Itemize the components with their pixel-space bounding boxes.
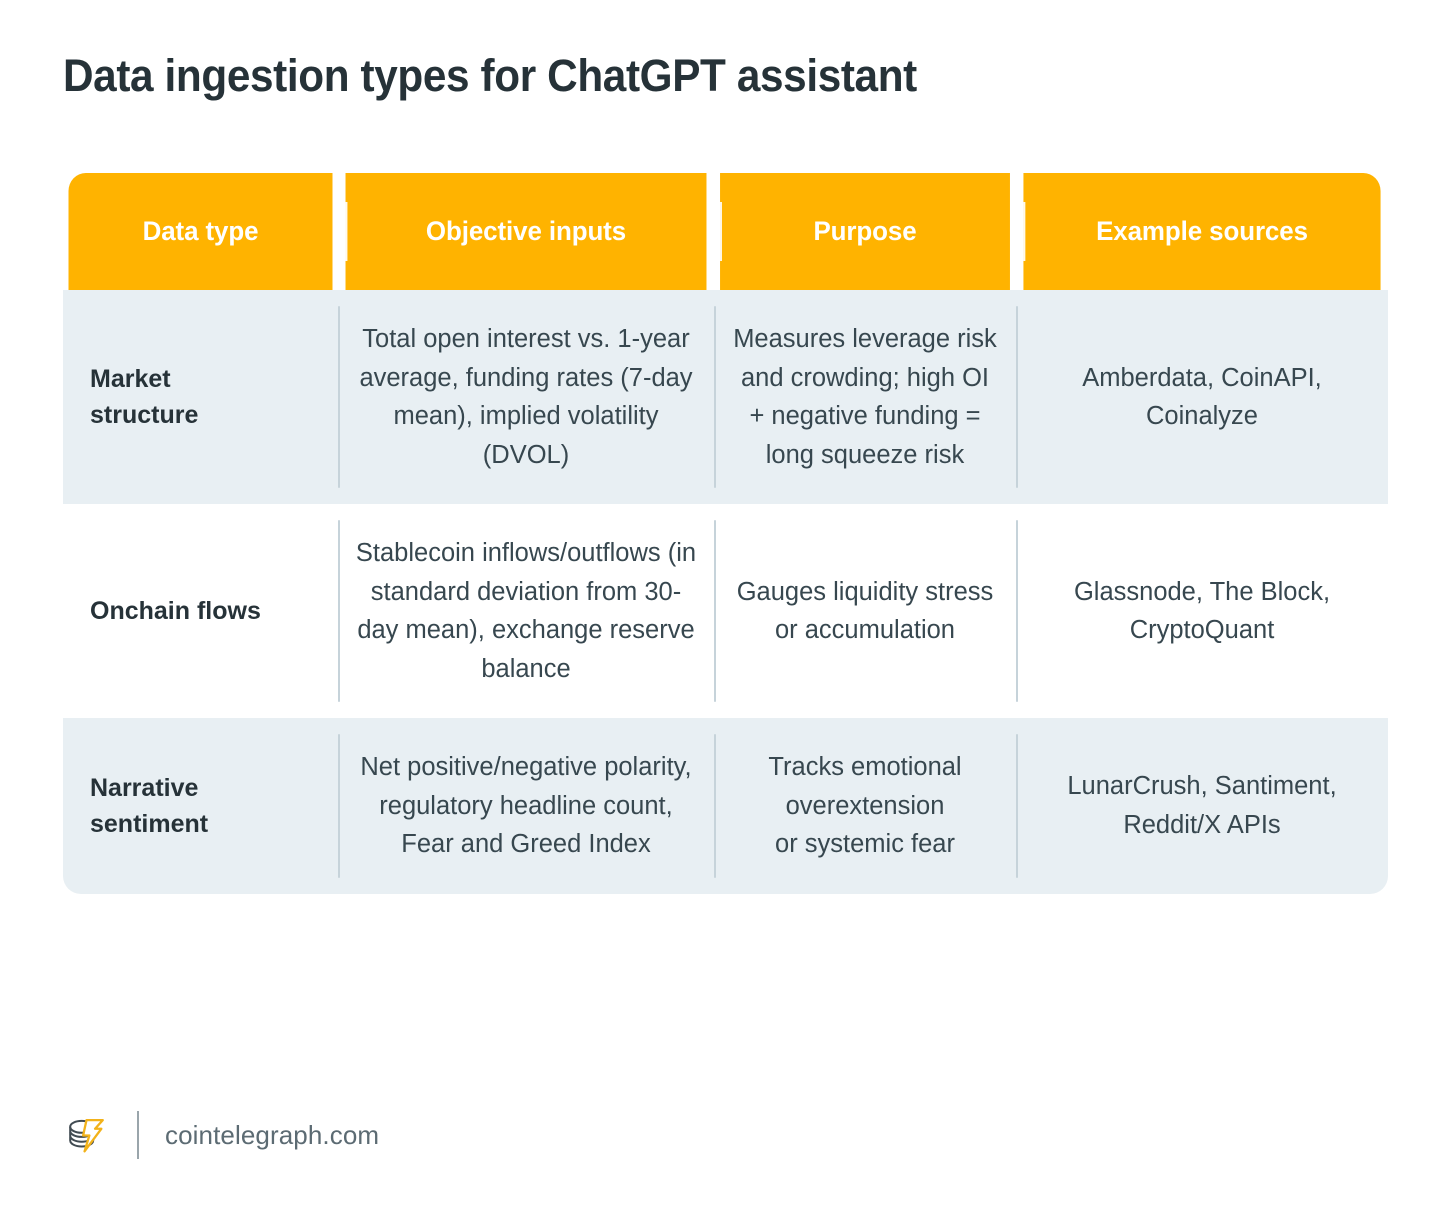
cell-objective-inputs: Total open interest vs. 1-year average, … <box>338 290 714 504</box>
column-header-data-type: Data type <box>68 173 333 290</box>
cell-text: Gauges liquidity stress or accumulation <box>736 577 994 645</box>
footer-site-label: cointelegraph.com <box>165 1119 380 1150</box>
cell-data-type: Onchain flows <box>63 504 338 718</box>
table-row: Onchain flows Stablecoin inflows/outflow… <box>63 504 1388 718</box>
cell-text: Tracks emotional overextension or system… <box>768 753 962 858</box>
cell-text: LunarCrush, Santiment, Reddit/X APIs <box>1067 772 1337 839</box>
cell-data-type: Narrative sentiment <box>63 718 338 894</box>
cell-example-sources: LunarCrush, Santiment, Reddit/X APIs <box>1016 718 1388 894</box>
table-row: Narrative sentiment Net positive/negativ… <box>63 718 1388 894</box>
table-body: Market structure Total open interest vs.… <box>63 290 1388 894</box>
cell-objective-inputs: Net positive/negative polarity, regulato… <box>338 718 714 894</box>
cell-purpose: Measures leverage risk and crowding; hig… <box>714 290 1016 504</box>
cell-text: Narrative sentiment <box>90 773 209 838</box>
table-header-row: Data type Objective inputs Purpose Examp… <box>63 173 1388 290</box>
cell-data-type: Market structure <box>63 290 338 504</box>
cell-text: Amberdata, CoinAPI, Coinalyze <box>1082 363 1322 431</box>
cell-text: Stablecoin inflows/outflows (in standard… <box>355 539 697 683</box>
data-ingestion-table: Data type Objective inputs Purpose Examp… <box>63 173 1388 894</box>
table-header: Data type Objective inputs Purpose Examp… <box>63 173 1388 290</box>
column-header-example-sources: Example sources <box>1023 173 1381 290</box>
cell-objective-inputs: Stablecoin inflows/outflows (in standard… <box>338 504 714 718</box>
table-row: Market structure Total open interest vs.… <box>63 290 1388 504</box>
table: Data type Objective inputs Purpose Examp… <box>63 173 1388 894</box>
column-header-purpose: Purpose <box>720 173 1010 290</box>
cell-text: Total open interest vs. 1-year average, … <box>359 325 693 469</box>
cell-purpose: Gauges liquidity stress or accumulation <box>714 504 1016 718</box>
page-title: Data ingestion types for ChatGPT assista… <box>63 50 917 101</box>
cell-text: Measures leverage risk and crowding; hig… <box>733 325 997 469</box>
cell-example-sources: Amberdata, CoinAPI, Coinalyze <box>1016 290 1388 504</box>
cell-example-sources: Glassnode, The Block, CryptoQuant <box>1016 504 1388 718</box>
cell-text: Onchain flows <box>90 597 261 625</box>
footer-divider <box>137 1111 139 1159</box>
cell-purpose: Tracks emotional overextension or system… <box>714 718 1016 894</box>
cell-text: Market structure <box>90 365 199 429</box>
cointelegraph-logo-icon <box>69 1118 104 1153</box>
footer: cointelegraph.com <box>63 1104 379 1166</box>
cell-text: Glassnode, The Block, CryptoQuant <box>1073 577 1331 645</box>
column-header-objective-inputs: Objective inputs <box>345 173 707 290</box>
cell-text: Net positive/negative polarity, regulato… <box>360 753 692 858</box>
